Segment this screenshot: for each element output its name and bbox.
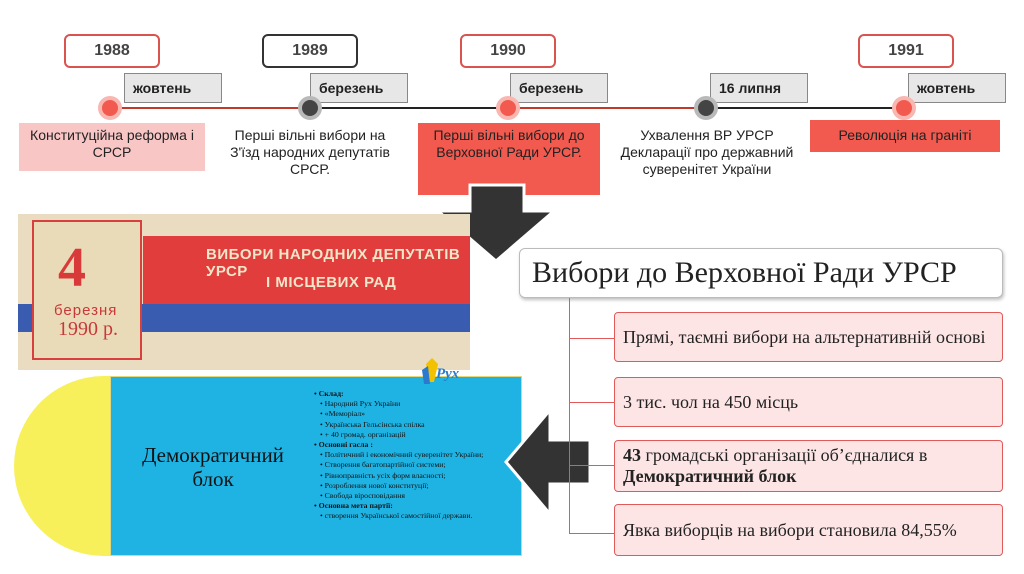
detail-heading: • Основні гасла : (314, 440, 373, 450)
rukh-logo-text: Рух (436, 366, 460, 382)
poster-year: 1990 р. (58, 318, 118, 340)
rada-item-text-mid: громадські організації об’єдналися в (641, 445, 928, 465)
timeline-line-red (510, 107, 710, 109)
rada-item-text: Явка виборців на вибори становила 84,55% (623, 519, 957, 540)
democratic-block-panel (110, 376, 522, 556)
poster-month: березня (54, 302, 118, 319)
month-label: 16 липня (710, 73, 808, 103)
year-box-1991: 1991 (858, 34, 954, 68)
timeline-dot (298, 96, 322, 120)
rada-title: Вибори до Верховної Ради УРСР (519, 248, 1003, 298)
timeline-event: Революція на граніті (810, 120, 1000, 152)
timeline-line-red (110, 107, 310, 109)
poster-headline: І МІСЦЕВИХ РАД (266, 274, 397, 291)
arrow-left-icon (504, 406, 592, 518)
timeline-event: Перші вільні вибори на З'їзд народних де… (230, 127, 390, 177)
detail-item: • Політичний і економічний суверенітет У… (320, 450, 484, 460)
detail-item: • «Меморіал» (320, 409, 366, 419)
year-box-1988: 1988 (64, 34, 160, 68)
timeline-line-dark (710, 107, 906, 109)
timeline-dot (98, 96, 122, 120)
detail-item: • Народний Рух України (320, 399, 401, 409)
month-label: жовтень (908, 73, 1006, 103)
poster-red-band (143, 236, 470, 306)
rada-item-bold: Демократичний блок (623, 466, 797, 486)
timeline-event: Конституційна реформа і СРСР (19, 123, 205, 171)
election-poster: 4 березня 1990 р. ВИБОРИ НАРОДНИХ ДЕПУТА… (18, 214, 470, 370)
timeline-line-dark (310, 107, 510, 109)
detail-item: • Рівноправність усіх форм власності; (320, 470, 446, 480)
detail-heading: • Основна мета партії: (314, 501, 393, 511)
timeline-dot (694, 96, 718, 120)
connector-line (569, 402, 614, 403)
month-label: березень (510, 73, 608, 103)
detail-item: • Створення багатопартійної системи; (320, 460, 446, 470)
rada-item: 43 громадські організації об’єдналися в … (614, 440, 1003, 492)
detail-item: • Українська Гельсінська спілка (320, 419, 425, 429)
rada-item: Прямі, таємні вибори на альтернативній о… (614, 312, 1003, 362)
democratic-block-details: • Склад:• Народний Рух України• «Меморіа… (314, 389, 520, 522)
poster-date-card (32, 220, 142, 360)
year-box-1989: 1989 (262, 34, 358, 68)
rukh-logo: Рух (416, 356, 468, 396)
detail-item: • Розроблення нової конституції; (320, 480, 429, 490)
rada-item-text: 43 громадські організації об’єдналися в … (623, 445, 994, 487)
timeline-dot (892, 96, 916, 120)
year-box-1990: 1990 (460, 34, 556, 68)
month-label: жовтень (124, 73, 222, 103)
timeline-event: Перші вільні вибори до Верховної Ради УР… (418, 123, 600, 195)
timeline-event: Ухвалення ВР УРСР Декларації про державн… (620, 127, 794, 177)
rada-item-bold: 43 (623, 445, 641, 465)
rada-item: Явка виборців на вибори становила 84,55% (614, 504, 1003, 556)
detail-item: • Свобода віросповідання (320, 491, 406, 501)
connector-line (569, 465, 614, 466)
rada-item-text: Прямі, таємні вибори на альтернативній о… (623, 326, 986, 347)
connector-line (569, 338, 614, 339)
rada-item: 3 тис. чол на 450 місць (614, 377, 1003, 427)
rada-item-text: 3 тис. чол на 450 місць (623, 391, 799, 412)
connector-line (569, 533, 614, 534)
month-label: березень (310, 73, 408, 103)
poster-day: 4 (58, 237, 86, 299)
connector-line (569, 298, 570, 534)
detail-item: • створення Української самостійної держ… (320, 511, 473, 521)
poster-headline: ВИБОРИ НАРОДНИХ ДЕПУТАТІВ УРСР (206, 246, 461, 280)
arrow-down-icon (436, 183, 556, 263)
timeline-dot (496, 96, 520, 120)
detail-heading: • Склад: (314, 389, 344, 398)
detail-item: • + 40 громад. організацій (320, 429, 406, 439)
democratic-block-title: Демократичний блок (142, 443, 284, 491)
